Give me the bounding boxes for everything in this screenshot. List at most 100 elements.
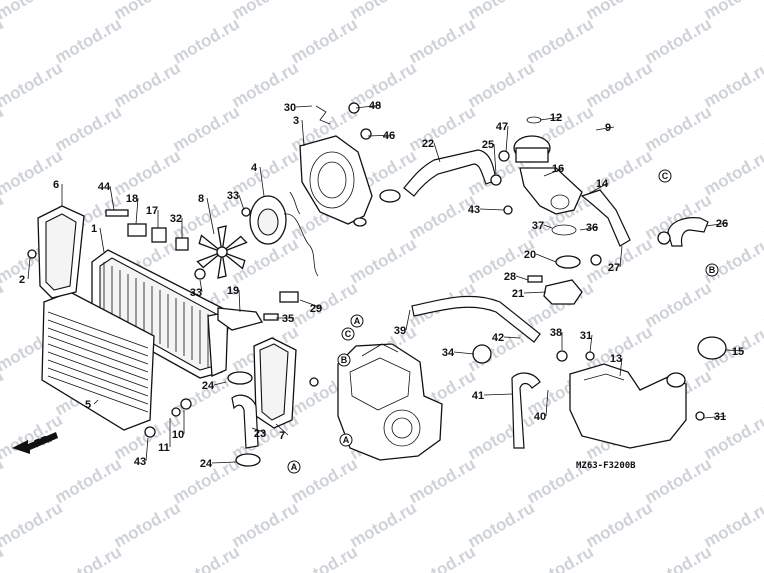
svg-text:A: A — [291, 462, 298, 472]
leader-line — [93, 399, 99, 405]
upper-hose — [403, 149, 497, 197]
part-number-label: 47 — [496, 121, 508, 133]
watermark-text: motod.ru — [701, 410, 764, 463]
watermark-text: motod.ru — [642, 542, 715, 573]
leader-line — [535, 253, 557, 263]
watermark-text: motod.ru — [111, 498, 184, 551]
watermark-text: motod.ru — [347, 0, 420, 23]
watermark-text: motod.ru — [347, 498, 420, 551]
leader-line — [238, 289, 241, 313]
watermark-text: motod.ru — [701, 146, 764, 199]
watermark-text: motod.ru — [0, 146, 66, 199]
watermark-text: motod.ru — [406, 102, 479, 155]
part-number-label: 7 — [279, 430, 285, 442]
engine — [337, 343, 443, 461]
part-number-label: 31 — [580, 330, 592, 342]
watermark-text: motod.ru — [170, 542, 243, 573]
part-number-label: 16 — [552, 163, 564, 175]
leader-line — [587, 182, 609, 195]
watermark-text: motod.ru — [701, 498, 764, 551]
svg-text:A: A — [343, 435, 350, 445]
leader-line — [145, 437, 149, 462]
leader-line — [135, 197, 139, 225]
leader-line — [543, 167, 565, 177]
part-number-label: 5 — [85, 399, 91, 411]
watermark-text: motod.ru — [229, 0, 302, 23]
watermark-text: motod.ru — [288, 14, 361, 67]
watermark-text: motod.ru — [288, 542, 361, 573]
reserve-tank — [569, 336, 727, 449]
leader-line — [453, 351, 475, 355]
watermark-text: motod.ru — [406, 190, 479, 243]
reference-letter: C — [341, 327, 355, 341]
part-number-label: 39 — [394, 325, 406, 337]
svg-text:C: C — [662, 171, 669, 181]
watermark-text: motod.ru — [583, 58, 656, 111]
watermark-text: motod.ru — [288, 454, 361, 507]
fan-shroud — [299, 135, 373, 225]
part-number-label: 44 — [98, 181, 111, 193]
leader-line — [213, 381, 227, 386]
part-number-label: 30 — [284, 102, 296, 114]
front-direction-arrow — [12, 432, 58, 454]
reference-letter: B — [705, 263, 719, 277]
thermostat — [543, 224, 583, 305]
part-number-label: 1 — [91, 223, 97, 235]
part-number-label: 21 — [512, 288, 524, 300]
leader-line — [619, 357, 623, 377]
watermark-text: motod.ru — [288, 278, 361, 331]
watermark-text: motod.ru — [52, 14, 125, 67]
part-number-label: 26 — [716, 218, 728, 230]
leader-line — [595, 126, 615, 131]
watermark-text: motod.ru — [0, 58, 66, 111]
leader-line — [275, 423, 289, 436]
part-number-label: 25 — [482, 139, 494, 151]
leader-line — [589, 334, 593, 353]
watermark-text: motod.ru — [465, 410, 538, 463]
part-number-label: 43 — [134, 456, 146, 468]
leader-line — [543, 224, 553, 229]
leader-line — [199, 279, 203, 293]
part-number-label: 33 — [190, 287, 202, 299]
part-number-label: 10 — [172, 429, 184, 441]
part-number-label: 43 — [468, 204, 480, 216]
part-number-label: 38 — [550, 327, 562, 339]
watermark-text: motod.ru — [701, 58, 764, 111]
leader-line — [505, 125, 509, 153]
part-number-label: 27 — [608, 262, 620, 274]
part-number-label: 15 — [732, 346, 744, 358]
part-number-label: 8 — [198, 193, 204, 205]
watermark-text: motod.ru — [170, 14, 243, 67]
part-number-label: 9 — [605, 122, 611, 134]
hose-41 — [511, 372, 541, 449]
leader-line — [433, 142, 441, 163]
watermark-text: motod.ru — [524, 14, 597, 67]
leader-line — [299, 299, 323, 309]
thermostat-housing — [513, 116, 583, 215]
watermark-text: motod.ru — [406, 454, 479, 507]
part-number-label: 42 — [492, 332, 504, 344]
leader-line — [619, 245, 623, 268]
svg-text:A: A — [354, 316, 361, 326]
part-number-label: 19 — [227, 285, 239, 297]
part-number-label: 3 — [293, 115, 299, 127]
leader-line — [238, 194, 245, 211]
watermark-text: motod.ru — [52, 454, 125, 507]
watermark-text: motod.ru — [524, 542, 597, 573]
leader-line — [705, 222, 729, 227]
side-cover-right — [253, 337, 297, 429]
leader-line — [355, 104, 382, 109]
watermark-text: motod.ru — [229, 146, 302, 199]
leader-line — [523, 291, 547, 294]
watermark-text: motod.ru — [347, 234, 420, 287]
part-number-label: 24 — [200, 458, 213, 470]
part-number-label: 31 — [714, 411, 726, 423]
part-number-label: 40 — [534, 411, 546, 423]
watermark-text: motod.ru — [229, 498, 302, 551]
watermark-text: motod.ru — [111, 0, 184, 23]
watermark-text: motod.ru — [111, 146, 184, 199]
part-number-label: 34 — [442, 347, 455, 359]
